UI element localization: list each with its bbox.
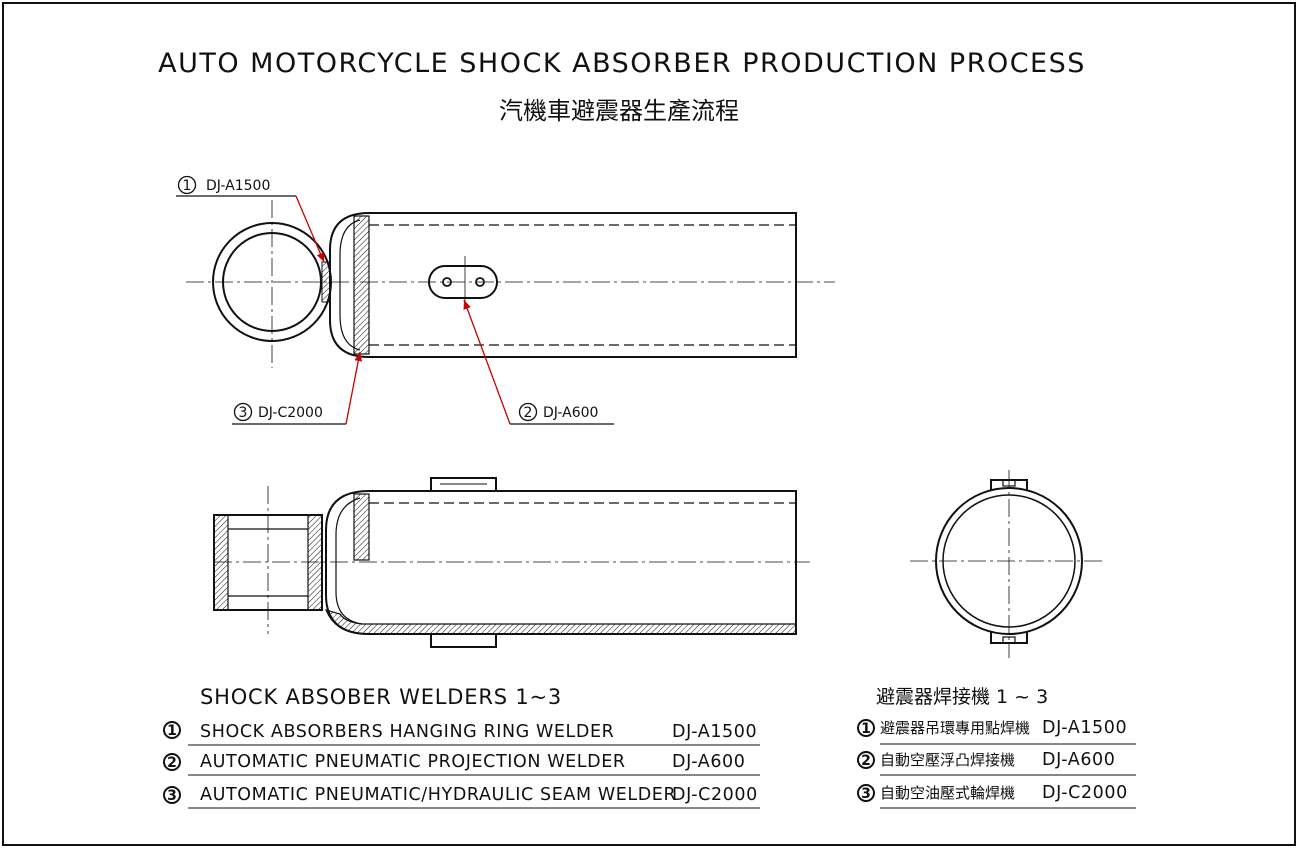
table-row: 1 SHOCK ABSORBERS HANGING RING WELDER DJ… (163, 721, 760, 746)
callout-3: 3 DJ-C2000 (232, 402, 346, 425)
row-3-number: 3 (167, 788, 177, 804)
table-row: 1 避震器吊環專用點焊機 DJ-A1500 (857, 718, 1136, 745)
zh-row-1-name: 避震器吊環專用點焊機 (880, 719, 1030, 737)
zh-row-2-number: 2 (861, 753, 871, 769)
welders-table-en: SHOCK ABSOBER WELDERS 1~3 1 SHOCK ABSORB… (163, 685, 760, 809)
side-view (213, 477, 810, 648)
zh-row-2-model: DJ-A600 (1042, 750, 1116, 770)
top-view (186, 200, 835, 368)
row-1-model: DJ-A1500 (672, 722, 757, 742)
callout-2: 2 DJ-A600 (510, 402, 614, 425)
welders-en-heading: SHOCK ABSOBER WELDERS 1~3 (200, 685, 562, 709)
zh-row-1-model: DJ-A1500 (1042, 718, 1127, 738)
zh-row-1-number-circle (857, 719, 875, 737)
page-subtitle: 汽機車避震器生產流程 (499, 97, 739, 125)
callout-2-model: DJ-A600 (543, 405, 598, 421)
row-2-number-circle (163, 753, 181, 771)
zh-row-3-name: 自動空油壓式輪焊機 (880, 784, 1015, 802)
row-2-number: 2 (167, 755, 177, 771)
row-3-model: DJ-C2000 (672, 785, 758, 805)
table-row: 2 自動空壓浮凸焊接機 DJ-A600 (857, 750, 1136, 776)
table-row: 2 AUTOMATIC PNEUMATIC PROJECTION WELDER … (163, 752, 760, 776)
zh-row-2-name: 自動空壓浮凸焊接機 (880, 751, 1015, 769)
row-1-number: 1 (167, 723, 177, 739)
table-row: 3 自動空油壓式輪焊機 DJ-C2000 (857, 783, 1136, 809)
row-1-name: SHOCK ABSORBERS HANGING RING WELDER (200, 722, 614, 742)
row-1-number-circle (163, 721, 181, 739)
zh-row-1-number: 1 (861, 721, 871, 737)
callout-1: 1 DJ-A1500 (176, 175, 296, 197)
zh-row-2-number-circle (857, 751, 875, 769)
end-view (910, 470, 1106, 658)
zh-row-3-number: 3 (861, 786, 871, 802)
welders-table-zh: 避震器焊接機 1 ~ 3 1 避震器吊環專用點焊機 DJ-A1500 2 自動空… (857, 686, 1136, 809)
callout-1-number: 1 (183, 178, 192, 194)
zh-row-3-model: DJ-C2000 (1042, 783, 1128, 803)
callout-1-circle (177, 175, 197, 195)
zh-row-3-number-circle (857, 784, 875, 802)
callout-1-model: DJ-A1500 (206, 178, 270, 194)
row-3-name: AUTOMATIC PNEUMATIC/HYDRAULIC SEAM WELDE… (200, 785, 676, 805)
callout-3-model: DJ-C2000 (258, 405, 323, 421)
page-title: AUTO MOTORCYCLE SHOCK ABSORBER PRODUCTIO… (158, 48, 1086, 79)
callout-3-circle (233, 402, 253, 422)
callout-2-number: 2 (524, 405, 533, 421)
row-2-name: AUTOMATIC PNEUMATIC PROJECTION WELDER (200, 752, 626, 772)
row-2-model: DJ-A600 (672, 752, 746, 772)
row-3-number-circle (163, 786, 181, 804)
callout-3-number: 3 (239, 405, 248, 421)
callout-2-circle (518, 402, 538, 422)
leader-lines (295, 195, 511, 425)
table-row: 3 AUTOMATIC PNEUMATIC/HYDRAULIC SEAM WEL… (163, 785, 760, 809)
welders-zh-heading: 避震器焊接機 1 ~ 3 (876, 686, 1048, 708)
